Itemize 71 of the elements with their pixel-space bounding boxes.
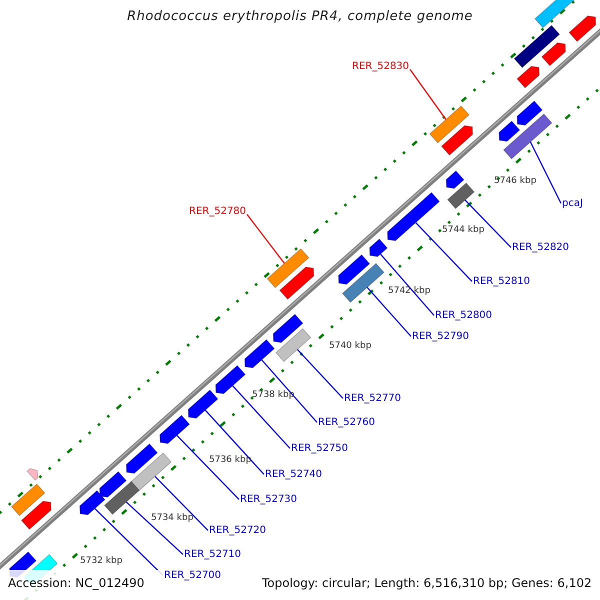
gene-bar (387, 192, 440, 242)
gene-bar (160, 414, 190, 444)
leader-line (261, 360, 318, 423)
leader-line (154, 476, 208, 531)
gene-bar (568, 16, 596, 42)
gene-bar (130, 452, 172, 492)
leader-line (246, 214, 285, 264)
scale-label: 5736 kbp (209, 455, 252, 466)
gene-bar (11, 484, 46, 516)
gene-label: RER_52710 (184, 549, 242, 561)
leader-line (204, 410, 264, 475)
gene-label: RER_52700 (164, 570, 222, 582)
gene-label: RER_52780 (189, 206, 246, 218)
gene-bar (446, 170, 464, 189)
scale-label: 5744 kbp (442, 225, 484, 236)
gene-bar (104, 481, 140, 515)
gene-bar (516, 100, 543, 126)
gene-bar (514, 24, 560, 68)
gene-label: pcaJ (562, 198, 583, 210)
genome-info-label: Topology: circular; Length: 6,516,310 bp; Genes: 6,102 (262, 576, 592, 590)
leader-line (464, 200, 512, 248)
gene-bar (447, 182, 475, 210)
gene-bar (21, 500, 52, 530)
scale-label: 5746 kbp (494, 176, 536, 187)
gene-bar (79, 490, 106, 516)
gene-label: RER_52750 (291, 443, 348, 455)
leader-line (415, 222, 472, 282)
scale-label: 5734 kbp (151, 513, 194, 524)
leader-line (176, 434, 240, 500)
gene-bar (369, 238, 388, 257)
accession-label: Accession: NC_012490 (8, 576, 144, 590)
leader-line (530, 142, 562, 204)
gene-bar (429, 106, 470, 144)
gene-bar (338, 254, 370, 285)
gene-label: RER_52770 (344, 393, 402, 405)
leader-line (296, 349, 344, 399)
gene-label: RER_52820 (512, 242, 570, 254)
leader-line (380, 254, 434, 316)
gene-label: RER_52730 (240, 494, 298, 506)
scale-label: 5740 kbp (329, 341, 372, 352)
gene-bar (441, 125, 473, 156)
leader-line (126, 502, 184, 555)
gene-bar (541, 42, 566, 66)
gene-bar (272, 314, 304, 343)
leader-line (366, 287, 412, 337)
gene-label: RER_52720 (209, 525, 266, 537)
gene-label: RER_52800 (435, 310, 492, 322)
gene-label: RER_52810 (473, 276, 530, 288)
gene-bar (516, 66, 540, 88)
gene-bar (215, 365, 246, 394)
gene-bar (498, 120, 520, 142)
gene-bar (342, 263, 384, 303)
gene-bar (99, 471, 127, 498)
scale-label: 5732 kbp (80, 556, 122, 567)
gene-bar (279, 266, 314, 300)
gene-label: RER_52830 (352, 61, 410, 73)
gene-bar (188, 390, 218, 419)
gene-label: RER_52740 (265, 469, 322, 481)
leader-line (232, 385, 290, 449)
gene-label: RER_52790 (412, 331, 470, 343)
diagram-title: Rhodococcus erythropolis PR4, complete genome (126, 9, 474, 25)
gene-bar (266, 248, 310, 288)
gene-bar (503, 114, 552, 160)
gene-bar (26, 468, 38, 481)
scale-label: 5738 kbp (252, 390, 294, 401)
gene-label: RER_52760 (318, 417, 376, 429)
scale-label: 5742 kbp (388, 286, 430, 297)
gene-bar (275, 328, 312, 362)
gene-bar (126, 443, 158, 474)
gene-bar (244, 339, 275, 368)
leader-line (410, 69, 446, 120)
